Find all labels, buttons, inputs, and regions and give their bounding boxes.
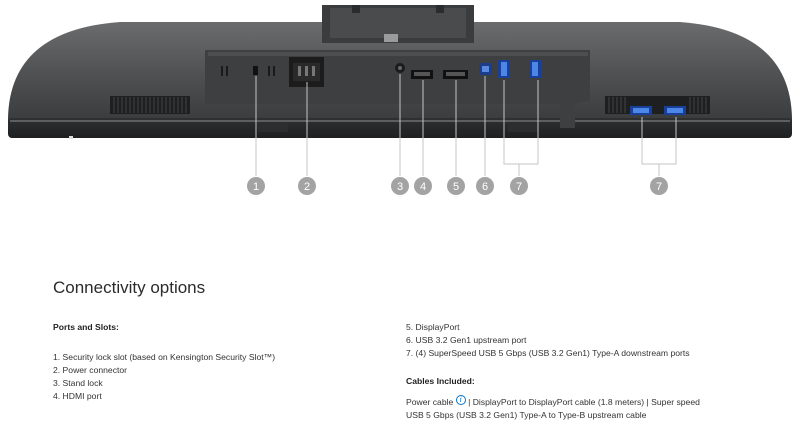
callout-5: 5 bbox=[447, 177, 465, 195]
callout-leader-lines bbox=[255, 74, 677, 176]
list-item: 1. Security lock slot (based on Kensingt… bbox=[53, 352, 276, 362]
section-heading: Connectivity options bbox=[53, 278, 206, 297]
list-item: 7. (4) SuperSpeed USB 5 Gbps (USB 3.2 Ge… bbox=[406, 348, 690, 358]
ports-cables-column: 5. DisplayPort 6. USB 3.2 Gen1 upstream … bbox=[406, 321, 736, 422]
svg-text:6: 6 bbox=[482, 181, 488, 193]
svg-text:7: 7 bbox=[656, 181, 662, 193]
cables-title: Cables Included: bbox=[406, 376, 475, 386]
info-icon[interactable]: i bbox=[455, 395, 466, 405]
list-item: 6. USB 3.2 Gen1 upstream port bbox=[406, 335, 527, 345]
monitor-bottom-ports-illustration: 1 2 3 4 5 6 7 7 bbox=[8, 5, 792, 195]
svg-text:3: 3 bbox=[397, 181, 403, 193]
list-item: 5. DisplayPort bbox=[406, 322, 460, 332]
list-item: 2. Power connector bbox=[53, 365, 128, 375]
ports-slots-title: Ports and Slots: bbox=[53, 322, 119, 332]
cables-text-line2: USB 5 Gbps (USB 3.2 Gen1) Type-A to Type… bbox=[406, 410, 647, 420]
callout-2: 2 bbox=[298, 177, 316, 195]
callout-7: 7 bbox=[510, 177, 528, 195]
callout-3: 3 bbox=[391, 177, 409, 195]
security-lock-slot bbox=[253, 66, 258, 75]
callout-4: 4 bbox=[414, 177, 432, 195]
cables-description: Power cable i | DisplayPort to DisplayPo… bbox=[406, 395, 736, 422]
callout-1: 1 bbox=[247, 177, 265, 195]
list-item: 4. HDMI port bbox=[53, 391, 102, 401]
svg-text:2: 2 bbox=[304, 181, 310, 193]
callout-7-side: 7 bbox=[650, 177, 668, 195]
svg-text:1: 1 bbox=[253, 181, 259, 193]
svg-text:4: 4 bbox=[420, 181, 426, 193]
callout-6: 6 bbox=[476, 177, 494, 195]
svg-text:7: 7 bbox=[516, 181, 522, 193]
svg-text:5: 5 bbox=[453, 181, 459, 193]
ports-slots-column: Ports and Slots: 1. Security lock slot (… bbox=[53, 321, 373, 403]
cables-text-line1: | DisplayPort to DisplayPort cable (1.8 … bbox=[465, 397, 700, 407]
power-cable-label: Power cable bbox=[406, 397, 454, 407]
list-item: 3. Stand lock bbox=[53, 378, 103, 388]
